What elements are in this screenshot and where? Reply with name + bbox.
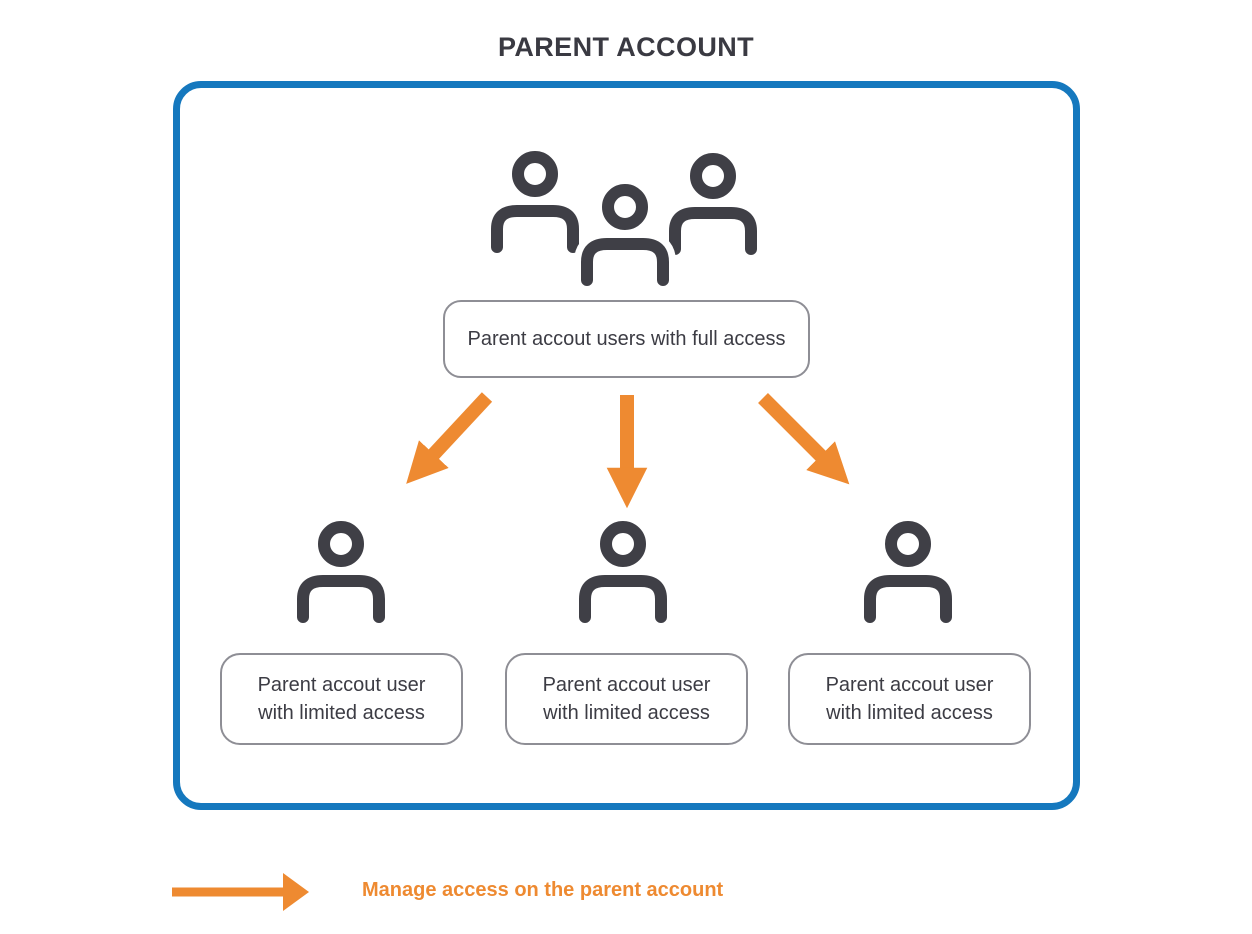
- orange-arrow-right-icon: [172, 873, 309, 911]
- arrow-down-right-icon: [758, 393, 850, 485]
- manage-access-arrows: [406, 392, 850, 509]
- legend-label: Manage access on the parent account: [362, 879, 724, 901]
- user-icon: [863, 520, 953, 624]
- arrow-down-left-icon: [406, 392, 493, 484]
- limited-access-label-line2: with limited access: [543, 702, 710, 724]
- limited-access-label-line2: with limited access: [258, 702, 425, 724]
- limited-access-label-box: Parent accout user with limited access: [505, 653, 748, 745]
- full-access-label: Parent accout users with full access: [467, 328, 786, 350]
- limited-access-label-line1: Parent accout user: [825, 674, 994, 696]
- full-access-label-box: Parent accout users with full access: [443, 300, 810, 378]
- limited-access-label-box: Parent accout user with limited access: [220, 653, 463, 745]
- limited-access-label-line1: Parent accout user: [542, 674, 711, 696]
- limited-access-label-line2: with limited access: [826, 702, 993, 724]
- limited-access-label-box: Parent accout user with limited access: [788, 653, 1031, 745]
- user-icon: [578, 520, 668, 624]
- page-title: PARENT ACCOUNT: [497, 32, 755, 62]
- user-group-icon: [490, 150, 770, 290]
- limited-access-label-line1: Parent accout user: [257, 674, 426, 696]
- user-icon: [296, 520, 386, 624]
